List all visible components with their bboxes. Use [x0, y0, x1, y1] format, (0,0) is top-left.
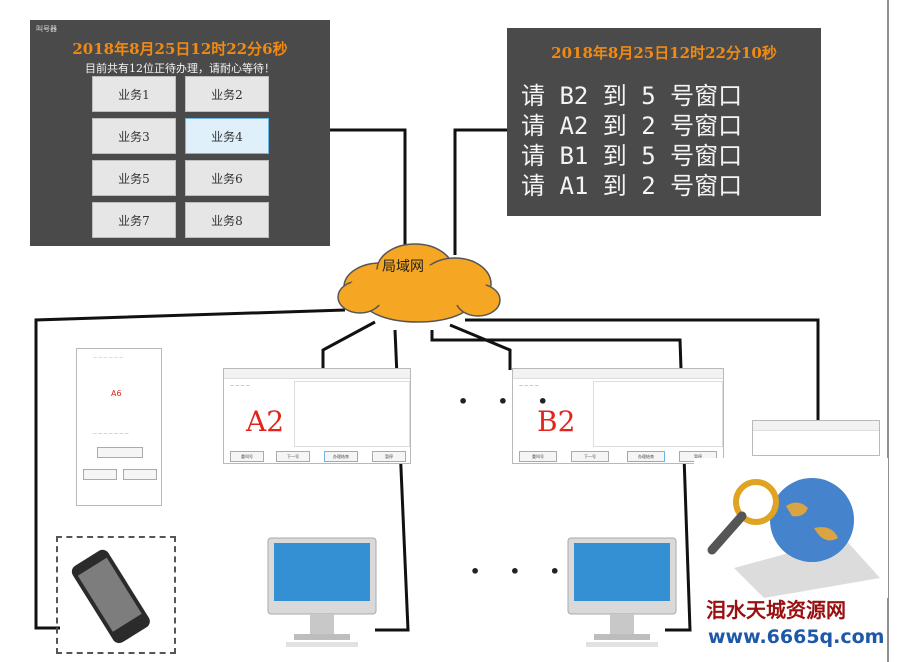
link-server: [465, 318, 820, 420]
business-button-6[interactable]: 业务6: [185, 160, 269, 196]
link-counter-a: [321, 320, 376, 370]
link-phone: [34, 308, 346, 630]
counter-b-next-button[interactable]: 下一号: [571, 451, 609, 462]
counter-a-titlebar: [224, 369, 410, 379]
business-button-8[interactable]: 业务8: [185, 202, 269, 238]
counter-window-a: — — — — A2 重叫号 下一号 办理结束 暂停: [223, 368, 411, 464]
link-board: [453, 128, 507, 255]
business-button-1[interactable]: 业务1: [92, 76, 176, 112]
counter-window-b: — — — — B2 重叫号 下一号 办理结束 暂停: [512, 368, 724, 464]
call-line-1: 请 B2 到 5 号窗口: [521, 82, 743, 110]
counter-pc-b-icon: [567, 537, 677, 647]
counter-b-titlebar: [513, 369, 723, 379]
counter-a-pause-button[interactable]: 暂停: [372, 451, 406, 462]
call-display-board: 2018年8月25日12时22分10秒 请 B2 到 5 号窗口 请 A2 到 …: [507, 28, 821, 216]
counter-b-finish-button[interactable]: 办理结束: [627, 451, 665, 462]
business-button-3[interactable]: 业务3: [92, 118, 176, 154]
counter-b-queue-table: [593, 381, 723, 447]
counter-a-finish-button[interactable]: 办理结束: [324, 451, 358, 462]
counter-a-queue-table: [294, 381, 410, 447]
counter-b-recall-button[interactable]: 重叫号: [519, 451, 557, 462]
ticket-kiosk-screen: 叫号器 2018年8月25日12时22分6秒 目前共有12位正待办理，请耐心等待…: [30, 20, 330, 246]
business-button-2[interactable]: 业务2: [185, 76, 269, 112]
counter-pc-a-icon: [267, 537, 377, 647]
watermark-url: www.6665q.com: [708, 626, 885, 648]
mobile-ticket-number: A6: [111, 389, 122, 398]
link-pc-b: [430, 330, 692, 632]
link-kiosk: [330, 128, 407, 255]
lan-cloud-icon: [337, 243, 501, 323]
business-button-5[interactable]: 业务5: [92, 160, 176, 196]
link-counter-b: [449, 323, 512, 370]
globe-magnifier-logo-icon: [694, 458, 888, 598]
phone-frame: [56, 536, 176, 654]
counter-a-next-button[interactable]: 下一号: [276, 451, 310, 462]
business-button-4[interactable]: 业务4: [185, 118, 269, 154]
kiosk-notice: 目前共有12位正待办理，请耐心等待！: [85, 62, 275, 75]
counter-b-current-number: B2: [537, 405, 576, 438]
pc-ellipsis: • • •: [470, 562, 572, 581]
kiosk-datetime: 2018年8月25日12时22分6秒: [72, 40, 288, 58]
mobile-app-button-right[interactable]: [123, 469, 157, 480]
kiosk-logo: 叫号器: [36, 25, 57, 33]
call-line-2: 请 A2 到 2 号窗口: [521, 112, 743, 140]
admin-window: [752, 420, 880, 456]
lan-label: 局域网: [382, 259, 424, 275]
counter-ellipsis: • • •: [458, 392, 560, 411]
call-line-4: 请 A1 到 2 号窗口: [521, 172, 743, 200]
call-line-3: 请 B1 到 5 号窗口: [521, 142, 743, 170]
counter-a-recall-button[interactable]: 重叫号: [230, 451, 264, 462]
business-button-7[interactable]: 业务7: [92, 202, 176, 238]
smartphone-icon: [71, 549, 150, 644]
watermark-name: 泪水天城资源网: [706, 598, 846, 622]
mobile-app-header: — — — — — —: [93, 355, 124, 360]
mobile-app-button[interactable]: [97, 447, 143, 458]
mobile-app-notice: — — — — — — —: [93, 431, 129, 436]
mobile-app-screen: — — — — — — A6 — — — — — — —: [76, 348, 162, 506]
mobile-app-button-left[interactable]: [83, 469, 117, 480]
counter-a-current-number: A2: [246, 405, 285, 438]
board-datetime: 2018年8月25日12时22分10秒: [551, 44, 777, 62]
